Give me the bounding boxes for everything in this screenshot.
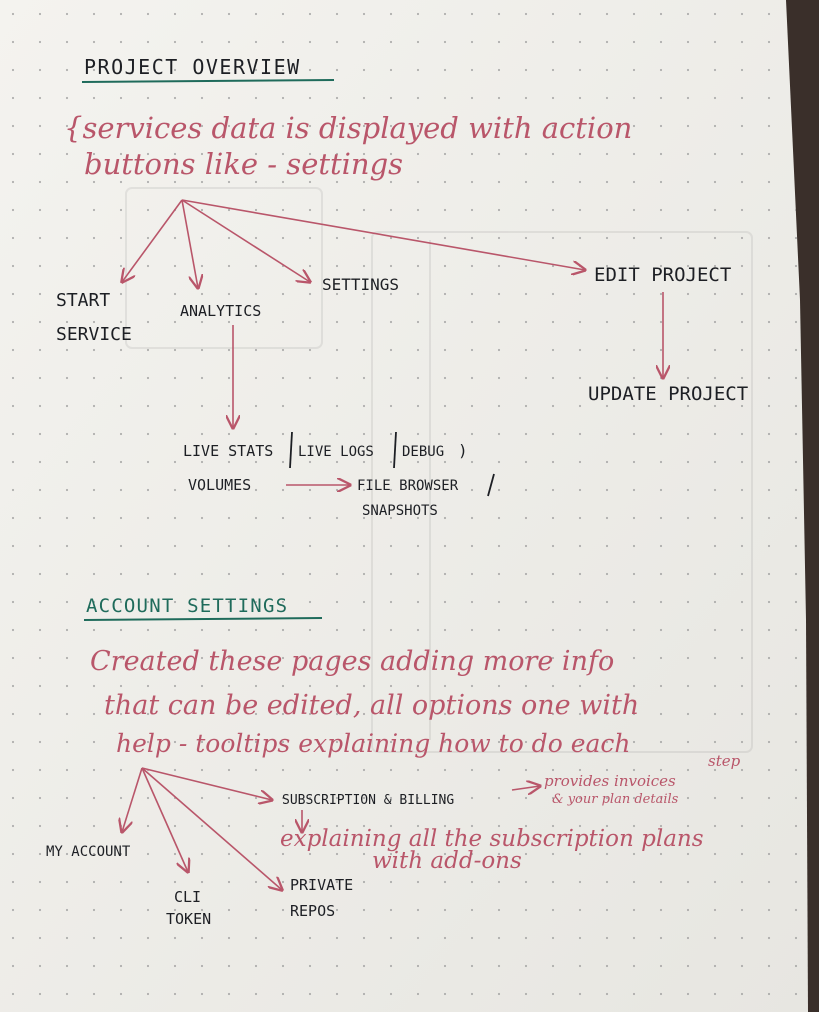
node-provides-1: provides invoices	[544, 772, 676, 790]
project-overview-heading: PROJECT OVERVIEW	[84, 55, 301, 79]
node-debug: DEBUG	[402, 444, 444, 460]
node-settings: SETTINGS	[322, 275, 399, 294]
node-volumes: VOLUMES	[188, 476, 251, 494]
arrow-to-analytics	[181, 199, 198, 288]
account-note-line-2: that can be edited, all options one with	[104, 690, 639, 721]
arrow-to-provides	[511, 786, 540, 790]
node-live-stats: LIVE STATS	[183, 442, 273, 460]
arrow-to-start-service	[122, 199, 183, 282]
account-settings-heading: ACCOUNT SETTINGS	[86, 595, 288, 617]
account-note-line-1: Created these pages adding more info	[90, 646, 614, 677]
node-private-repos-1: PRIVATE	[290, 876, 353, 894]
arrow-to-settings	[181, 199, 310, 282]
arrow-to-edit-project	[181, 199, 585, 270]
node-cli-token-1: CLI	[174, 888, 201, 906]
node-my-account: MY ACCOUNT	[46, 844, 131, 860]
heading-underline	[81, 79, 335, 83]
arrow-to-subscription	[141, 767, 272, 800]
arrow-to-my-account	[122, 767, 143, 832]
node-start-service-2: SERVICE	[56, 324, 132, 345]
node-edit-project: EDIT PROJECT	[594, 264, 731, 286]
node-analytics: ANALYTICS	[180, 302, 261, 320]
arrow-to-private-repos	[141, 767, 282, 890]
node-snapshots: SNAPSHOTS	[362, 503, 438, 519]
arrow-to-cli-token	[141, 767, 188, 872]
node-start-service-1: START	[56, 290, 110, 311]
node-subscription-billing: SUBSCRIPTION & BILLING	[282, 793, 454, 808]
node-update-project: UPDATE PROJECT	[588, 383, 748, 405]
node-explaining-2: with add-ons	[372, 848, 522, 874]
node-provides-2: & your plan details	[552, 792, 679, 807]
project-note-line-2: buttons like - settings	[84, 147, 403, 181]
paren-close: )	[458, 441, 468, 460]
node-cli-token-2: TOKEN	[166, 910, 211, 928]
heading-underline	[83, 617, 323, 621]
account-note-line-3: help - tooltips explaining how to do eac…	[116, 729, 631, 758]
node-live-logs: LIVE LOGS	[298, 444, 374, 460]
account-note-step: step	[708, 752, 741, 770]
node-file-browser: FILE BROWSER	[357, 478, 459, 494]
node-private-repos-2: REPOS	[290, 902, 335, 920]
project-note-line-1: {services data is displayed with action	[64, 111, 632, 145]
node-explaining-1: explaining all the subscription plans	[280, 826, 704, 852]
